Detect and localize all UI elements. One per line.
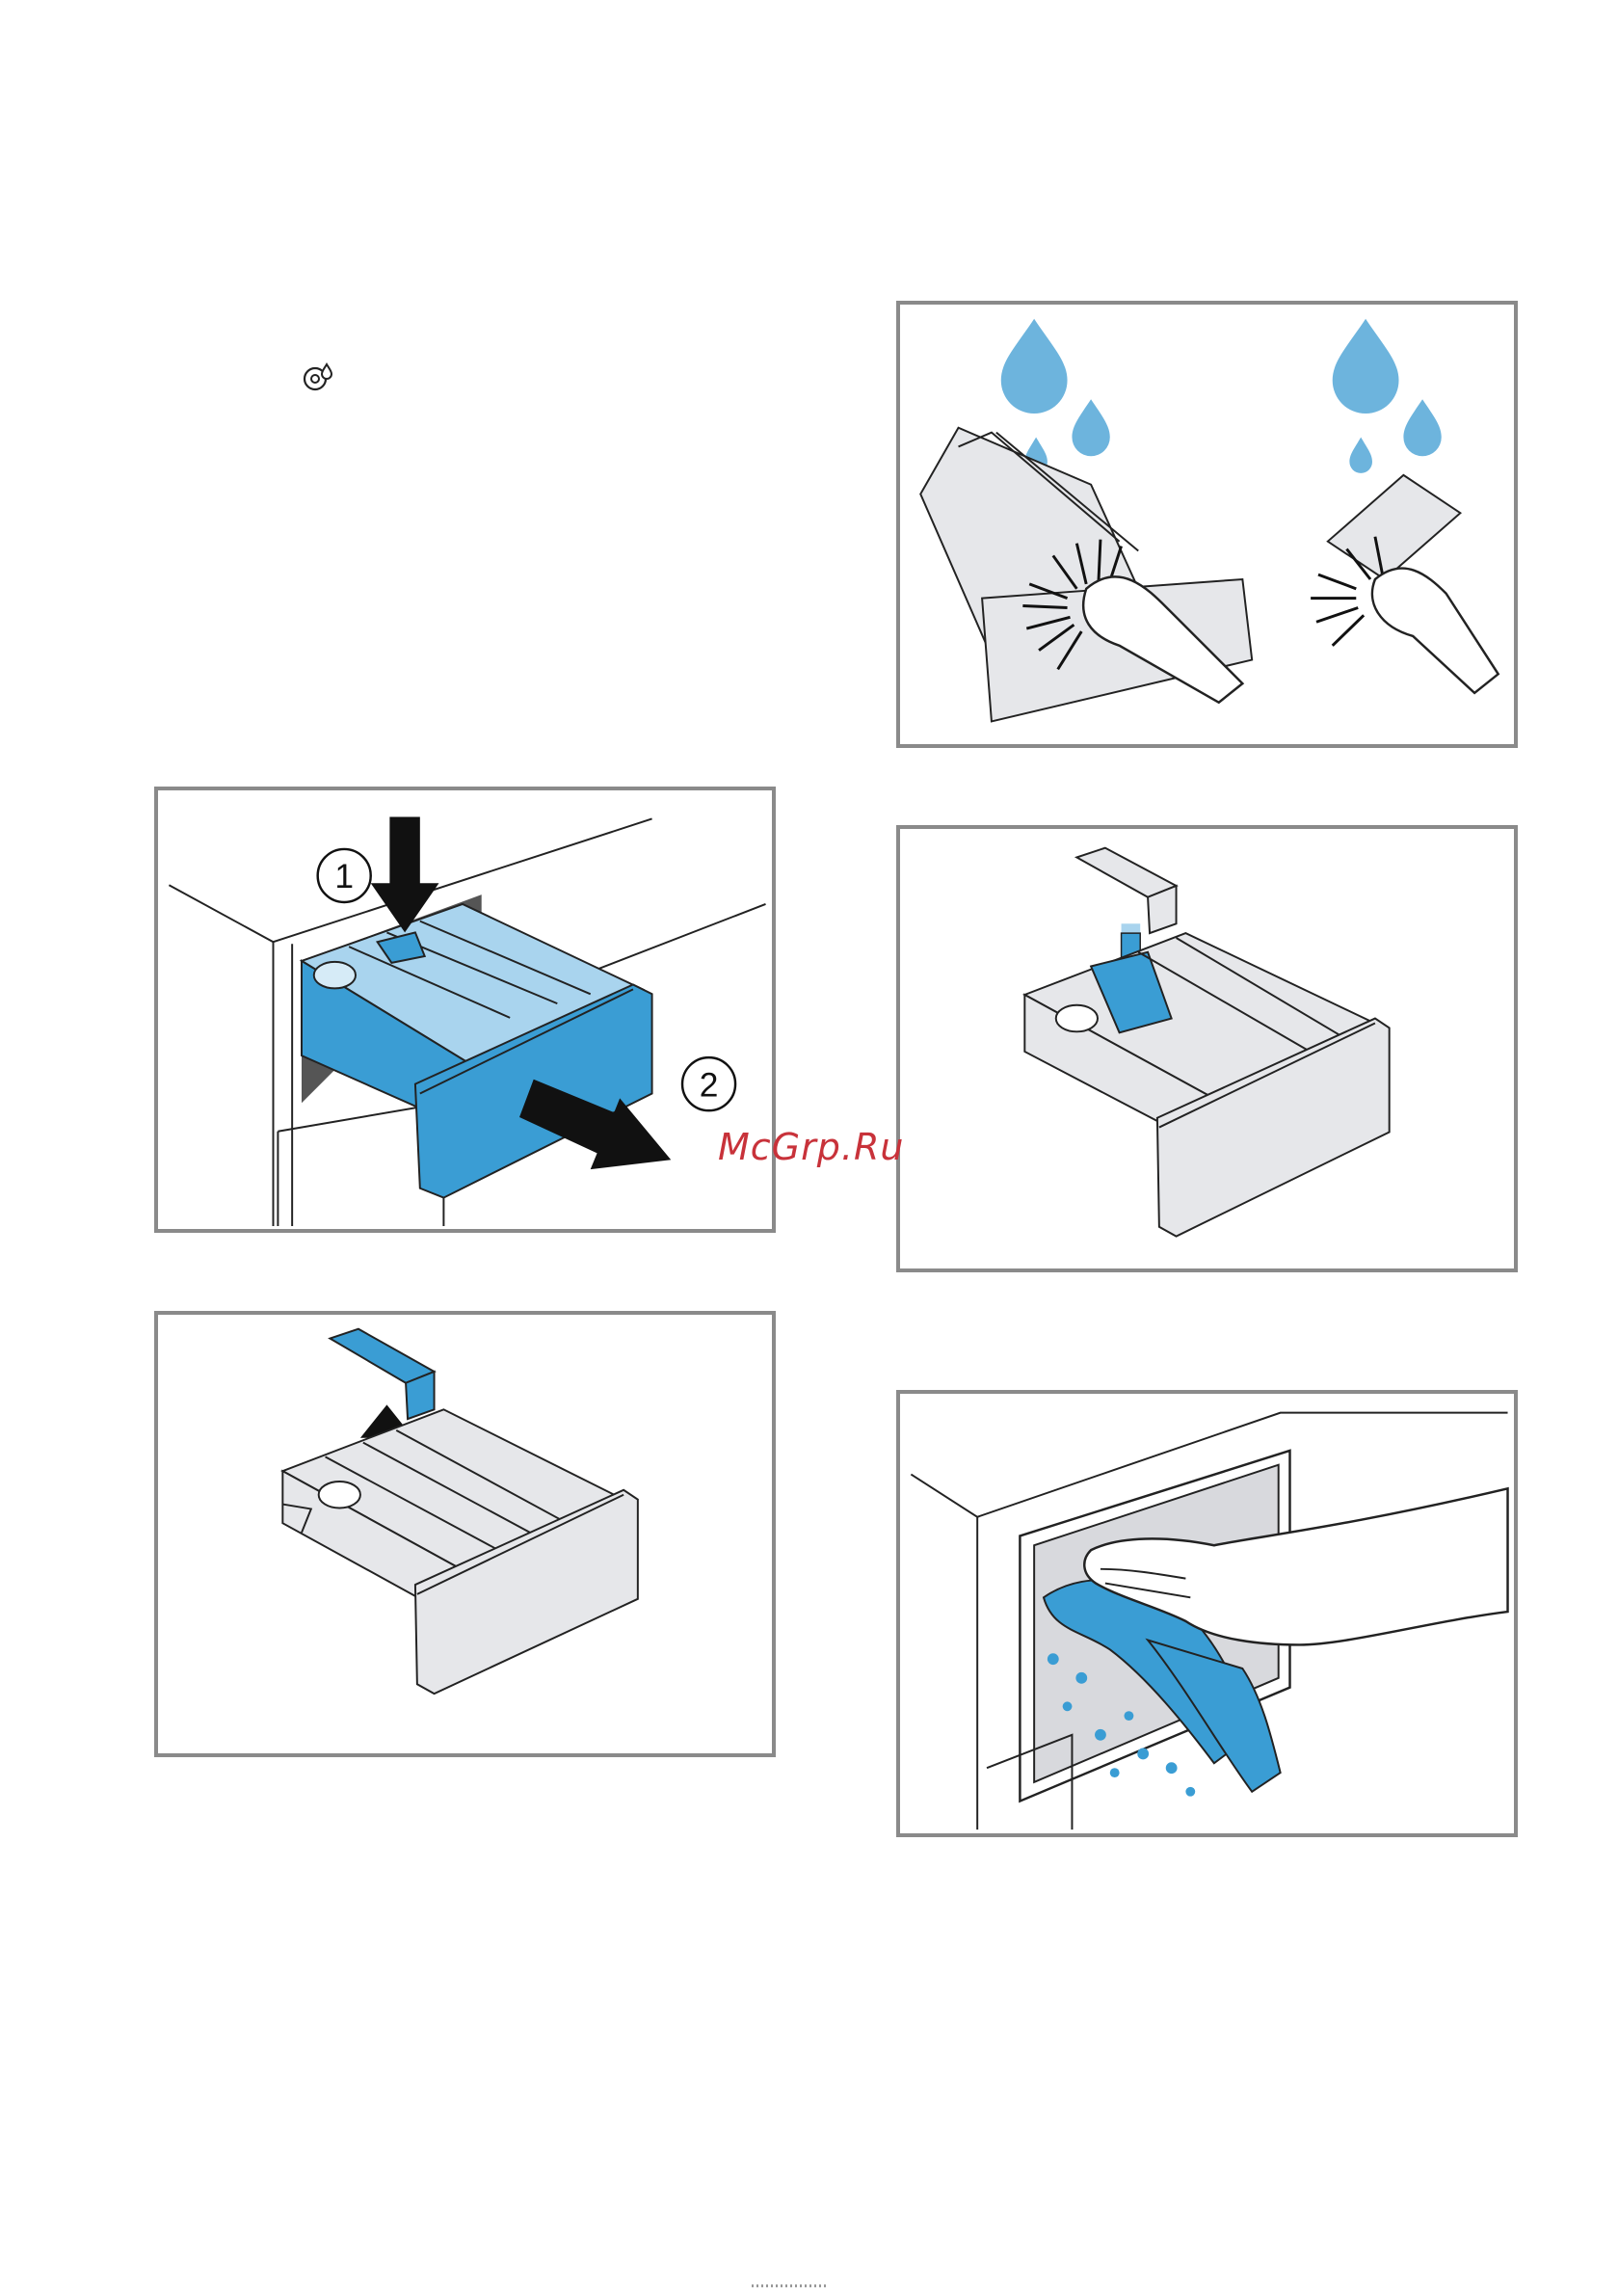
remove-insert-illustration	[158, 1315, 772, 1753]
figure-insert-siphon	[896, 825, 1518, 1272]
insert-siphon-illustration	[900, 829, 1514, 1268]
step-1-label: 1	[334, 858, 354, 895]
remove-drawer-illustration: 1 2	[158, 790, 772, 1229]
wipe-housing-illustration	[900, 1394, 1514, 1833]
dispenser-clean-icon	[301, 360, 335, 393]
watermark-text: McGrp.Ru	[718, 1126, 904, 1168]
figure-wipe-housing	[896, 1390, 1518, 1837]
clean-drawer-illustration	[900, 305, 1514, 744]
page-footer-mark	[752, 2284, 829, 2287]
figure-remove-drawer: 1 2	[154, 787, 776, 1233]
step-2-label: 2	[700, 1066, 719, 1104]
figure-remove-insert	[154, 1311, 776, 1757]
figure-clean-drawer	[896, 301, 1518, 748]
